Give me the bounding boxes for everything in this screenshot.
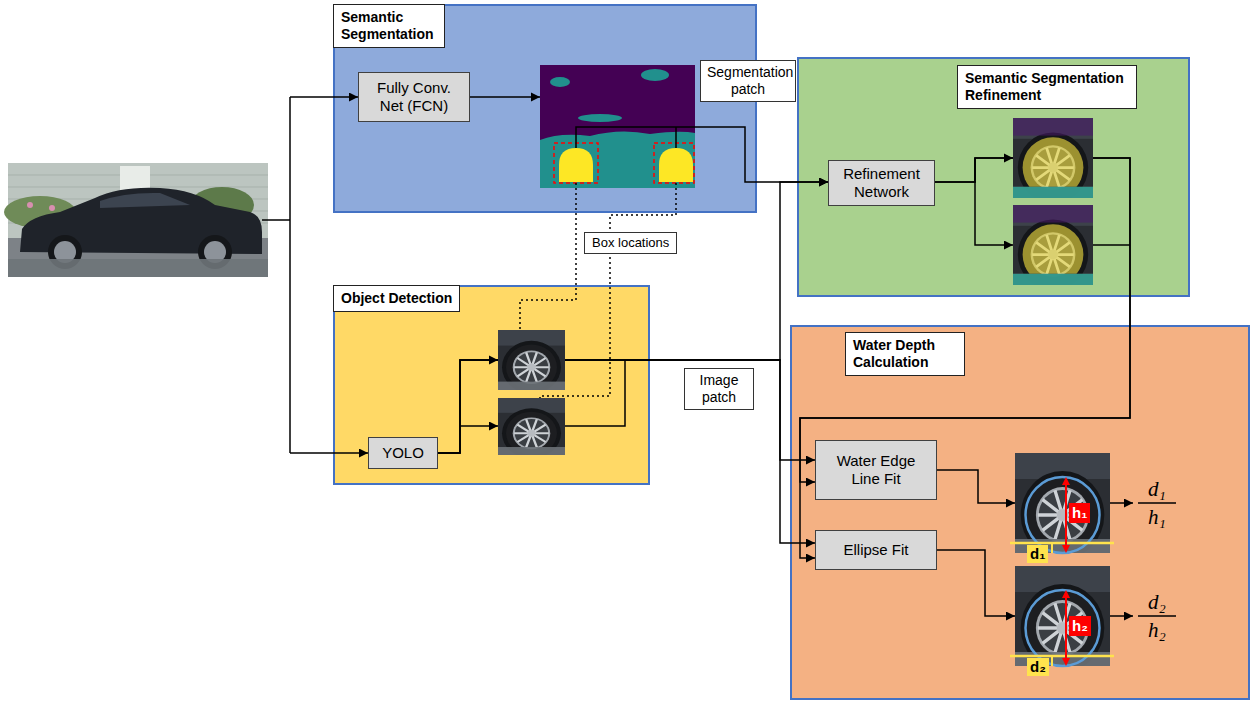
car-photo bbox=[49, 205, 55, 211]
depth-wheel-image bbox=[1051, 656, 1053, 666]
segmentation-map bbox=[540, 65, 695, 188]
panel-heading: Object Detection bbox=[333, 285, 460, 312]
box-label: Refinement Network bbox=[835, 165, 928, 201]
fit-wire bbox=[1110, 502, 1133, 504]
box-label: YOLO bbox=[382, 444, 424, 462]
box-label: Fully Conv. Net (FCN) bbox=[365, 79, 463, 115]
patch-wire bbox=[460, 425, 498, 427]
panel-heading: Semantic Segmentation bbox=[333, 4, 445, 48]
input-wire bbox=[290, 96, 358, 98]
segmentation-map bbox=[554, 143, 598, 183]
stage-panel: Semantic Segmentation RefinementRefineme… bbox=[797, 57, 1190, 297]
segmentation-map bbox=[550, 77, 570, 87]
process-box: Refinement Network bbox=[828, 160, 935, 206]
panel-heading: Semantic Segmentation Refinement bbox=[957, 65, 1137, 109]
segmentation-map bbox=[576, 127, 695, 148]
refined-patch-image bbox=[1013, 205, 1093, 290]
wheel-patch-image bbox=[498, 330, 565, 394]
height-label: h₂ bbox=[1069, 616, 1091, 636]
depth-label: d₁ bbox=[1027, 545, 1048, 563]
process-box: Water Edge Line Fit bbox=[815, 440, 937, 500]
refine-wire bbox=[1093, 244, 1130, 246]
segmentation-map bbox=[659, 148, 693, 182]
segmentation-map bbox=[559, 148, 593, 182]
depth-wheel-image bbox=[1010, 655, 1114, 658]
input-wire bbox=[289, 97, 291, 453]
height-label: h₁ bbox=[1069, 503, 1090, 523]
fraction-numerator: d₁ bbox=[1137, 477, 1177, 501]
fraction-bar bbox=[1138, 615, 1176, 617]
fit-wire bbox=[1110, 615, 1133, 617]
segmentation-map bbox=[578, 114, 622, 122]
box-label: Water Edge Line Fit bbox=[822, 452, 930, 488]
depth-wheel-image bbox=[1026, 477, 1100, 553]
process-box: Fully Conv. Net (FCN) bbox=[358, 72, 470, 122]
process-box: Ellipse Fit bbox=[815, 530, 937, 570]
refined-patch-image bbox=[1013, 118, 1093, 203]
annotation-label: Segmentation patch bbox=[700, 60, 796, 102]
segmentation-map bbox=[654, 143, 694, 183]
segmentation-map bbox=[531, 65, 695, 188]
depth-wheel-image bbox=[1010, 542, 1114, 545]
process-box: YOLO bbox=[368, 437, 438, 469]
fraction-bar bbox=[1138, 502, 1176, 504]
car-photo bbox=[4, 163, 268, 277]
car-photo bbox=[8, 163, 268, 277]
car-photo bbox=[27, 202, 33, 208]
annotation-label: Box locations bbox=[584, 232, 677, 254]
stage-panel: Object DetectionYOLO bbox=[333, 285, 650, 485]
refined-patch-image bbox=[1013, 118, 1093, 198]
annotation-label: Image patch bbox=[684, 368, 754, 410]
input-wire bbox=[290, 452, 368, 454]
panel-heading: Water Depth Calculation bbox=[845, 332, 965, 376]
depth-wheel-image bbox=[1065, 481, 1067, 549]
fraction-denominator: h₂ bbox=[1137, 618, 1177, 642]
car-photo bbox=[8, 259, 268, 277]
depth-wheel-image bbox=[1051, 543, 1053, 553]
car-photo bbox=[100, 193, 190, 208]
depth-label: d₂ bbox=[1027, 658, 1049, 676]
fraction-numerator: d₂ bbox=[1137, 590, 1177, 614]
fraction-denominator: h₁ bbox=[1137, 505, 1177, 529]
depth-wheel-image bbox=[1026, 590, 1100, 666]
box-label: Ellipse Fit bbox=[843, 541, 908, 559]
wheel-patch-image bbox=[498, 398, 565, 458]
input-wire bbox=[262, 219, 290, 221]
depth-wheel-image bbox=[1065, 594, 1067, 662]
refined-patch-image bbox=[1013, 205, 1093, 285]
segmentation-map bbox=[540, 131, 695, 188]
segmentation-map bbox=[641, 69, 669, 81]
